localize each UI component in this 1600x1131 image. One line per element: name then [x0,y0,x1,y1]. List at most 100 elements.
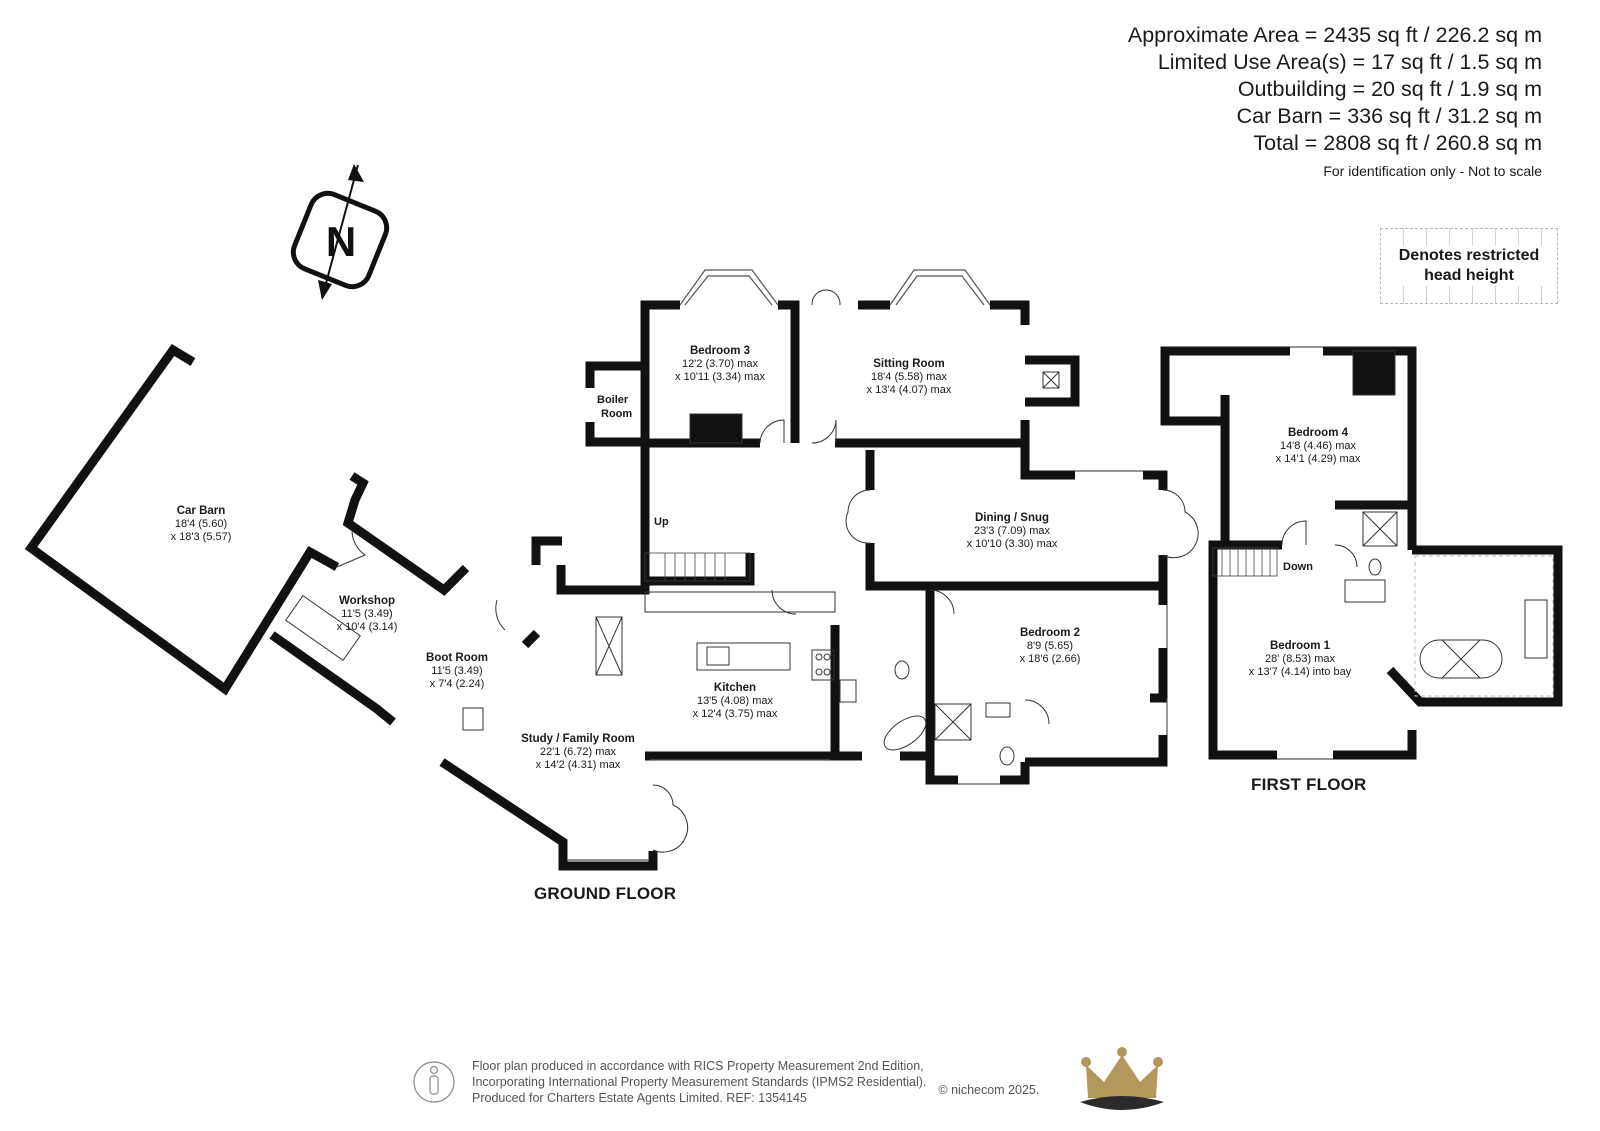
room-dim: 13'5 (4.08) max [696,695,774,707]
bedroom-1-bay [1386,545,1563,707]
study-skylight [595,616,623,676]
door-sitting [811,419,837,444]
room-boot-room: Boot Room 11'5 (3.49) x 7'4 (2.24) [426,652,488,691]
bay-window-bedroom-3 [679,269,779,306]
boiler-room [585,361,645,388]
bay-window-bedroom-3-inner [684,275,773,306]
shower-first-x [1362,511,1398,547]
basin-ensuite [985,702,1011,718]
area-car-barn: Car Barn = 336 sq ft / 31.2 sq m [1236,104,1542,128]
room-name: Bedroom 3 [689,345,751,357]
room-study: Study / Family Room 22'1 (6.72) max x 14… [521,733,635,772]
hob-ring-2 [823,653,831,661]
room-kitchen: Kitchen 13'5 (4.08) max x 12'4 (3.75) ma… [693,682,778,721]
door-boot-room [495,599,506,631]
room-dim: 14'8 (4.46) max [1279,440,1357,452]
door-hall [759,419,785,444]
room-dim: 18'4 (5.58) max [870,371,948,383]
stairs-ground-treads [664,553,726,581]
area-total: Total = 2808 sq ft / 260.8 sq m [1253,131,1542,155]
door-study-french [652,784,689,853]
hob-ring-4 [823,668,831,676]
chimney [1025,355,1080,407]
room-dining: Dining / Snug 23'3 (7.09) max x 10'10 (3… [967,512,1058,551]
dining-west-2 [865,543,1168,591]
door-first-ensuite [1334,544,1358,568]
room-dim: x 13'7 (4.14) into bay [1248,666,1352,678]
door-ensuite [1024,699,1050,725]
ensuite-south [1000,762,1030,785]
room-name: Bedroom 4 [1287,427,1349,439]
sitting-room-south [835,420,1030,448]
windows [567,269,1333,861]
door-sitting-french-north [811,289,841,306]
stairs [644,547,1278,582]
bath-x [1441,639,1481,679]
workshop-south-wall [269,631,396,726]
room-dim: 28' (8.53) max [1265,653,1335,665]
door-kitchen-hall [771,589,797,615]
kitchen-counter [644,591,836,613]
doors [336,289,1358,853]
bedroom-3-fireplace [689,413,743,444]
room-name: Kitchen [713,682,757,694]
room-dim: 23'3 (7.09) max [973,525,1051,537]
room-name: Sitting Room [873,358,945,370]
boot-room-sink [462,707,484,731]
room-dim: 11'5 (3.49) [431,665,483,677]
copyright: © nichecom 2025. [938,1083,1040,1097]
stairs-first-treads [1221,548,1271,576]
room-dim: x 12'4 (3.75) max [692,708,778,720]
room-dim: 18'4 (5.60) [174,518,228,530]
shower-first [1362,511,1398,547]
room-sitting: Sitting Room 18'4 (5.58) max x 13'4 (4.0… [867,358,952,397]
ensuite-walls [925,586,958,785]
legend-line-1: Denotes restricted [1394,247,1544,264]
compass-north-icon [290,164,390,300]
room-bedroom-3: Bedroom 3 12'2 (3.70) max x 10'11 (3.34)… [675,345,765,384]
room-dim: x 7'4 (2.24) [429,678,485,690]
label-stairs-up: Up [654,516,669,528]
stairs-first [1212,547,1278,577]
compass-letter: N [326,218,356,265]
first-floor-label: FIRST FLOOR [1251,775,1367,794]
room-dim: x 18'3 (5.57) [170,531,232,543]
area-approximate: Approximate Area = 2435 sq ft / 226.2 sq… [1127,23,1542,47]
bath-ground [883,715,927,751]
area-limited-use: Limited Use Area(s) = 17 sq ft / 1.5 sq … [1157,50,1542,74]
hob [811,649,835,681]
first-floor-west [1208,421,1277,760]
label-stairs-down: Down [1283,561,1313,573]
study-walls [439,758,658,871]
room-dim: x 10'10 (3.30) max [966,538,1058,550]
bedroom-2-east [1150,648,1168,703]
ground-floor-label: GROUND FLOOR [534,884,677,903]
utility-sink [839,679,857,703]
fixtures [285,350,1554,766]
bedroom-2-south [1025,735,1168,767]
footer-line-3: Produced for Charters Estate Agents Limi… [472,1091,807,1105]
room-workshop: Workshop 11'5 (3.49) x 10'4 (3.14) [337,595,398,634]
room-dim: 12'2 (3.70) max [681,358,759,370]
stairs-wall [645,553,755,586]
room-name: Workshop [338,595,395,607]
room-dim: x 14'1 (4.29) max [1275,453,1361,465]
bay-window-sitting-inner [895,275,985,306]
dining-east [1143,470,1168,490]
footer-text: Floor plan produced in accordance with R… [472,1058,926,1106]
disclaimer: For identification only - Not to scale [1323,163,1542,179]
sitting-chimney-x [1042,371,1060,389]
room-dim: x 14'2 (4.31) max [535,759,621,771]
room-name: Study / Family Room [521,733,635,745]
room-dim: x 18'6 (2.66) [1019,653,1081,665]
stairs-ground [644,552,751,582]
boot-room-east-wall [521,629,541,649]
wardrobe-1 [1344,579,1386,603]
room-car-barn: Car Barn 18'4 (5.60) x 18'3 (5.57) [171,505,232,544]
room-name: Dining / Snug [974,512,1050,524]
label-boiler: Boiler [597,394,629,406]
kitchen-sink [706,646,730,666]
shower-ground-x [934,703,972,741]
bay-window-sitting [889,269,991,306]
